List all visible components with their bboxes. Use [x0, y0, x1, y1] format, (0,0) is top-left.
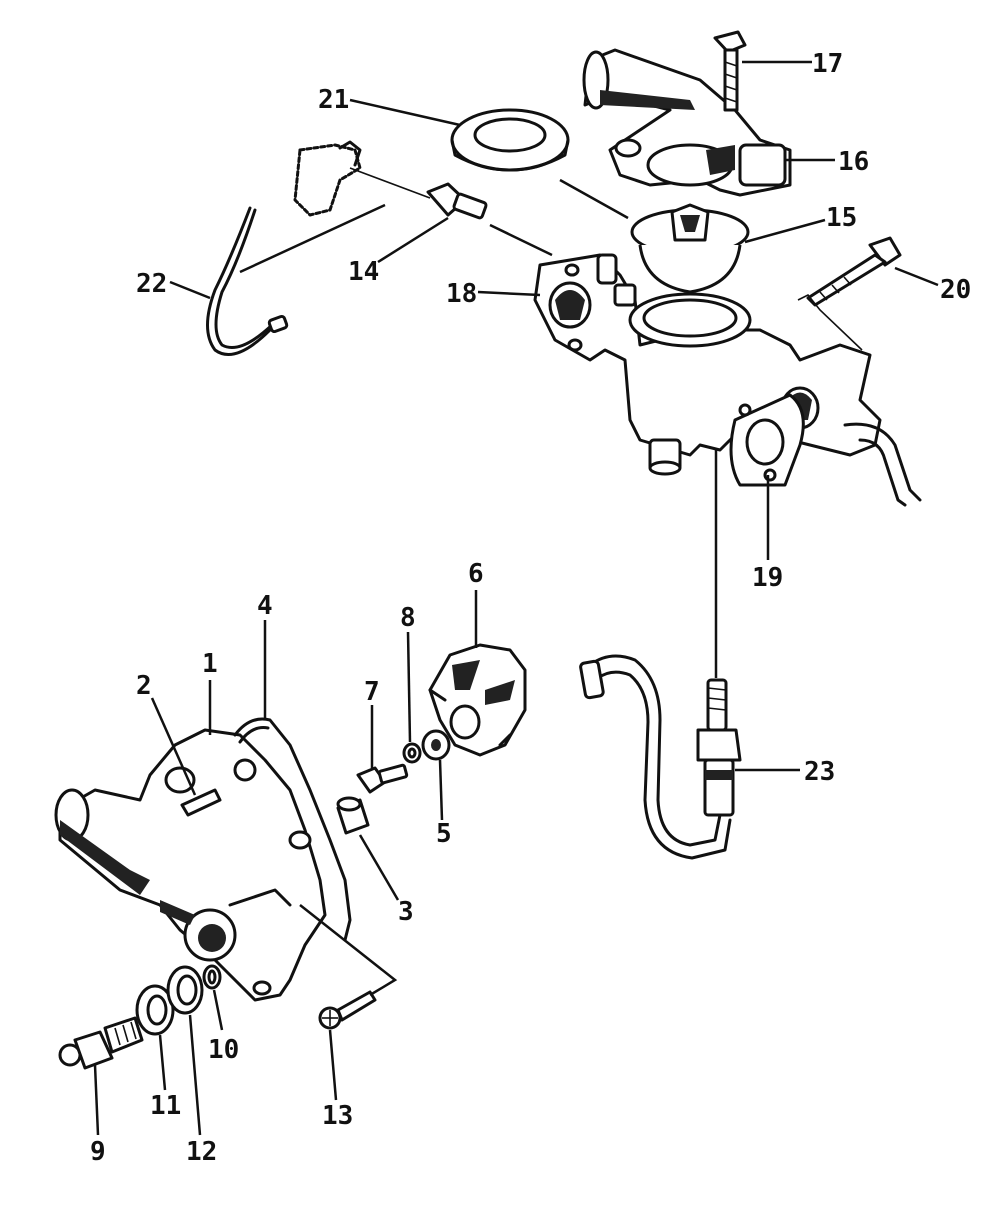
part-19-gasket	[729, 393, 805, 487]
part-8-washer	[402, 742, 422, 764]
part-11-ring	[135, 984, 175, 1036]
callout-16: 16	[838, 147, 869, 177]
part-21-seal-ring	[450, 108, 570, 172]
callout-1: 1	[202, 649, 218, 679]
callout-10: 10	[208, 1035, 239, 1065]
callout-13: 13	[322, 1101, 353, 1131]
callout-19: 19	[752, 563, 783, 593]
part-10-o-ring	[202, 964, 222, 990]
callout-20: 20	[940, 275, 971, 305]
callout-8: 8	[400, 603, 416, 633]
callout-17: 17	[812, 49, 843, 79]
part-9-drain-plug	[58, 1016, 144, 1070]
part-23-sensor	[579, 654, 742, 860]
part-20-bolt	[806, 236, 902, 307]
part-18-housing-body	[533, 253, 922, 507]
callout-7: 7	[364, 677, 380, 707]
callout-14: 14	[348, 257, 379, 287]
part-2-stud	[180, 788, 222, 817]
part-7-bolt	[356, 763, 409, 794]
part-3-bush	[336, 796, 370, 835]
callout-21: 21	[318, 85, 349, 115]
callout-23: 23	[804, 757, 835, 787]
callout-15: 15	[826, 203, 857, 233]
callout-6: 6	[468, 559, 484, 589]
callout-12: 12	[186, 1137, 217, 1167]
callout-labels: 21 17 16 15 14 22 18 20 19 23 6 4 8 1 2 …	[90, 49, 971, 1167]
part-17-bolt	[713, 30, 747, 112]
callout-3: 3	[398, 897, 414, 927]
callout-2: 2	[136, 671, 152, 701]
part-1-pump-cover	[54, 728, 327, 1002]
part-16-outlet-elbow	[582, 48, 792, 197]
callout-22: 22	[136, 269, 167, 299]
part-14-sender	[293, 140, 488, 220]
part-13-screw	[318, 990, 377, 1030]
part-6-impeller	[428, 643, 527, 757]
leader-lines	[93, 60, 939, 1136]
callout-5: 5	[436, 819, 452, 849]
part-22-wire	[206, 206, 289, 356]
callout-18: 18	[446, 279, 477, 309]
part-12-washer	[166, 965, 204, 1015]
part-15-thermostat	[630, 203, 750, 294]
callout-4: 4	[257, 591, 273, 621]
part-5-washer	[421, 729, 451, 761]
callout-11: 11	[150, 1091, 181, 1121]
callout-9: 9	[90, 1137, 106, 1167]
